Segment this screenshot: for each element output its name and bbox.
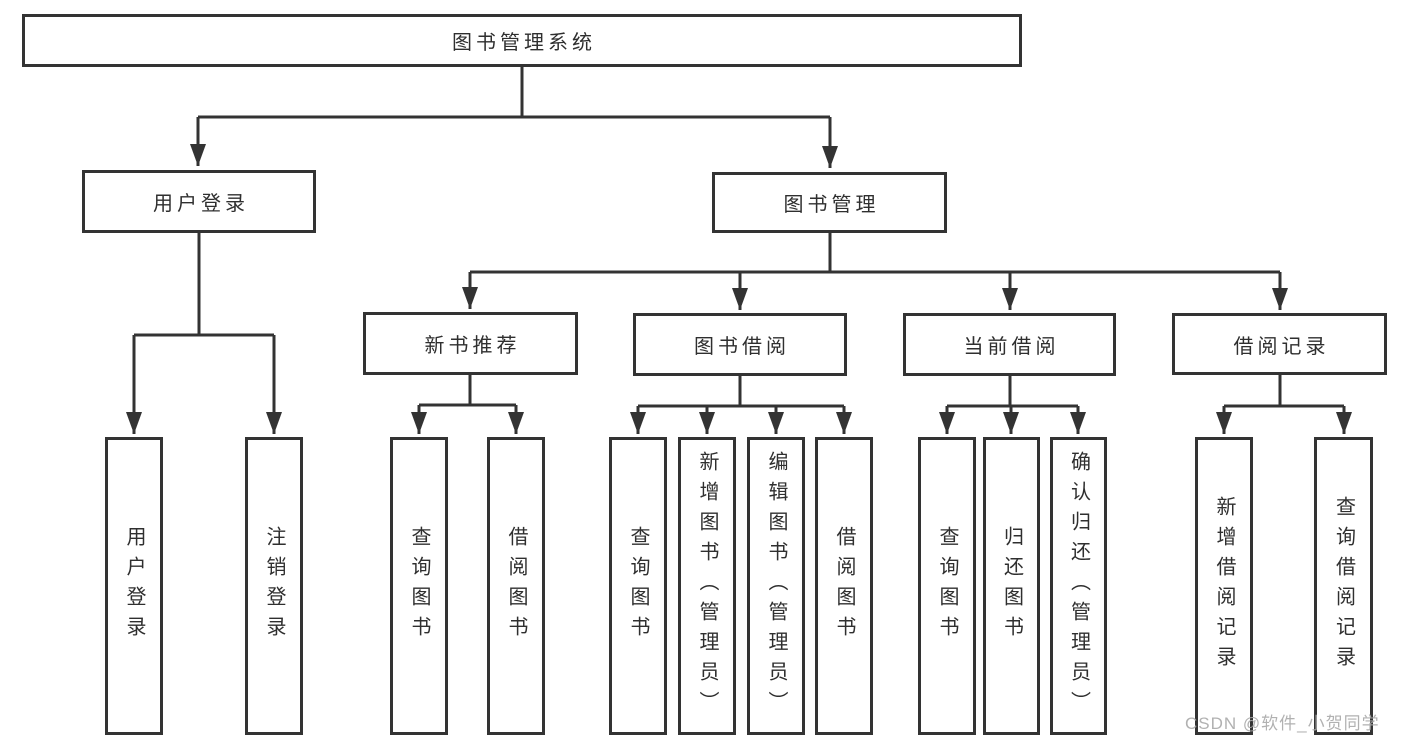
node-borrow-records-label: 借阅记录 xyxy=(1233,335,1330,358)
leaf-user-login-label: 用户登录 xyxy=(123,526,145,646)
leaf-borrow-books-recommend: 借阅图书 xyxy=(487,437,545,735)
leaf-query-borrow-record-label: 查询借阅记录 xyxy=(1332,496,1355,676)
leaf-logout-label: 注销登录 xyxy=(263,526,285,646)
node-root-label: 图书管理系统 xyxy=(452,32,596,54)
csdn-watermark: CSDN @软件_小贺同学 xyxy=(1185,714,1380,733)
leaf-logout: 注销登录 xyxy=(245,437,303,735)
leaf-add-borrow-record: 新增借阅记录 xyxy=(1195,437,1253,735)
leaf-query-borrow-record: 查询借阅记录 xyxy=(1314,437,1373,735)
node-borrow-records: 借阅记录 xyxy=(1172,313,1387,375)
leaf-add-books-admin-label: 新增图书（管理员） xyxy=(696,451,718,721)
leaf-query-books-borrowing: 查询图书 xyxy=(609,437,667,735)
leaf-confirm-return-admin-label: 确认归还（管理员） xyxy=(1067,451,1090,721)
leaf-edit-books-admin-label: 编辑图书（管理员） xyxy=(765,451,787,721)
leaf-add-borrow-record-label: 新增借阅记录 xyxy=(1213,496,1235,676)
node-user-login-label: 用户登录 xyxy=(153,193,249,215)
leaf-edit-books-admin: 编辑图书（管理员） xyxy=(747,437,805,735)
leaf-return-books: 归还图书 xyxy=(983,437,1040,735)
leaf-query-books-borrowing-label: 查询图书 xyxy=(627,526,649,646)
leaf-confirm-return-admin: 确认归还（管理员） xyxy=(1050,437,1107,735)
leaf-query-books-current-label: 查询图书 xyxy=(936,526,958,646)
leaf-query-books-recommend: 查询图书 xyxy=(390,437,448,735)
leaf-add-books-admin: 新增图书（管理员） xyxy=(678,437,736,735)
node-book-management-label: 图书管理 xyxy=(783,194,880,216)
node-new-book-recommend: 新书推荐 xyxy=(363,312,578,375)
leaf-return-books-label: 归还图书 xyxy=(1000,526,1023,646)
leaf-user-login: 用户登录 xyxy=(105,437,163,735)
leaf-borrow-books-label: 借阅图书 xyxy=(833,526,855,646)
node-user-login: 用户登录 xyxy=(82,170,316,233)
node-root: 图书管理系统 xyxy=(22,14,1022,67)
node-current-borrowing-label: 当前借阅 xyxy=(963,336,1060,358)
leaf-query-books-current: 查询图书 xyxy=(918,437,976,735)
node-current-borrowing: 当前借阅 xyxy=(903,313,1116,376)
leaf-borrow-books-recommend-label: 借阅图书 xyxy=(505,526,527,646)
node-book-borrowing-label: 图书借阅 xyxy=(694,336,790,358)
node-new-book-recommend-label: 新书推荐 xyxy=(424,335,521,357)
leaf-query-books-recommend-label: 查询图书 xyxy=(408,526,430,646)
node-book-borrowing: 图书借阅 xyxy=(633,313,847,376)
node-book-management: 图书管理 xyxy=(712,172,947,233)
leaf-borrow-books: 借阅图书 xyxy=(815,437,873,735)
